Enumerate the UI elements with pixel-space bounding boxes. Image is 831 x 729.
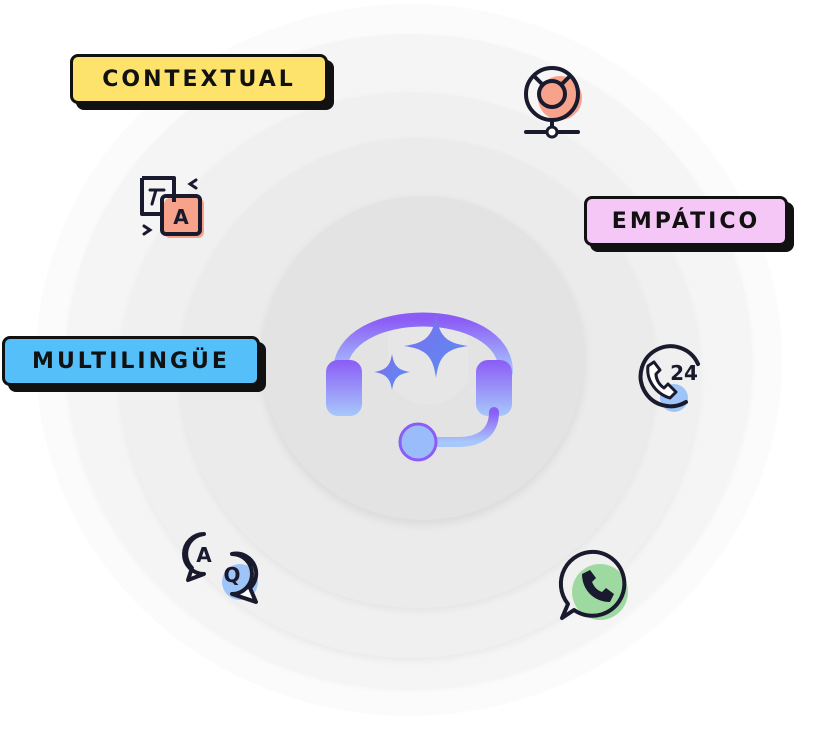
svg-text:24: 24 (670, 361, 698, 385)
svg-text:A: A (173, 205, 189, 229)
phone-24-icon: 24 (634, 340, 712, 416)
translate-icon: A (134, 170, 210, 242)
empatico-tag-label: EMPÁTICO (611, 208, 761, 234)
whatsapp-icon (556, 546, 636, 626)
empatico-tag: EMPÁTICO (584, 196, 788, 246)
faq-bubbles-icon: A Q (180, 530, 266, 610)
contextual-tag: CONTEXTUAL (70, 54, 328, 104)
svg-text:A: A (196, 543, 212, 567)
multilingue-tag: MULTILINGÜE (2, 336, 260, 386)
headset-sparkles-icon (318, 262, 528, 472)
svg-text:Q: Q (223, 563, 240, 587)
support-agent-icon (520, 64, 590, 144)
contextual-tag-label: CONTEXTUAL (102, 66, 296, 92)
multilingue-tag-label: MULTILINGÜE (32, 348, 230, 374)
